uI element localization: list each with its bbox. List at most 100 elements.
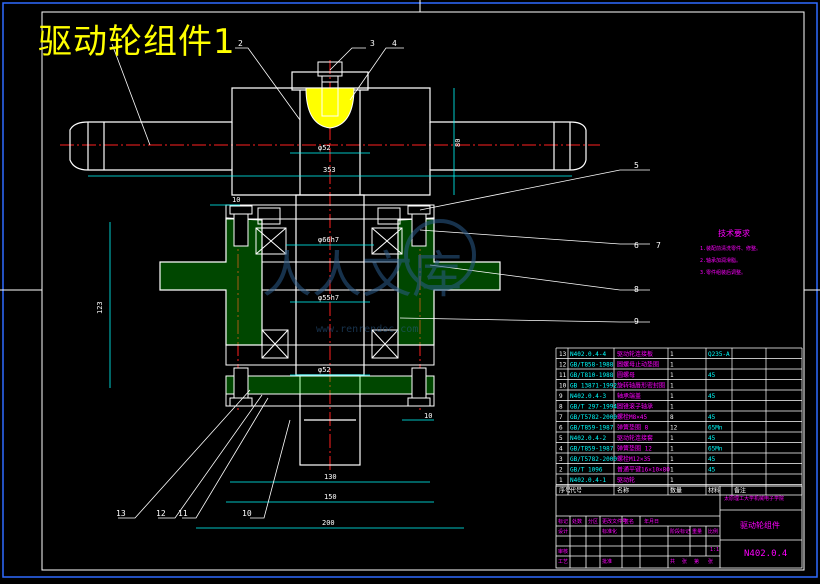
dim-phi55: φ55h7 bbox=[318, 294, 339, 302]
bom-cell: 1 bbox=[670, 372, 674, 379]
dim-10-right: 10 bbox=[424, 412, 432, 420]
bom-cell: 45 bbox=[708, 456, 716, 463]
drive-wheel bbox=[69, 71, 587, 196]
bom-header-cell: 代号 bbox=[570, 487, 582, 495]
bom-cell: GB/T 297-1994 bbox=[570, 404, 617, 411]
dim-353: 353 bbox=[323, 166, 336, 174]
bom-cell: 驱动轮连接套 bbox=[617, 434, 653, 442]
bom-cell: 弹簧垫圈 12 bbox=[617, 445, 652, 453]
tb-zone: 分区 bbox=[588, 518, 598, 525]
watermark: 人人文库 www.renrendoc.com bbox=[262, 219, 476, 335]
dim-130: 130 bbox=[324, 473, 337, 481]
bom-cell: 3 bbox=[559, 456, 563, 463]
drawing-title: 驱动轮组件1 bbox=[38, 22, 236, 62]
bom-cell: 旋转轴唇形密封圈 bbox=[617, 382, 665, 390]
bom-cell: 9 bbox=[559, 393, 563, 400]
bom-cell: 45 bbox=[708, 467, 716, 474]
bom-cell: GB 13871-1992 bbox=[570, 383, 617, 390]
title-block-texts: 太原理工大学机械电子学院 驱动轮组件 N402.0.4 标记 处数 分区 更改文… bbox=[558, 495, 787, 565]
bom-cell: 45 bbox=[708, 435, 716, 442]
bom-cell: 轴承端盖 bbox=[617, 392, 641, 400]
dim-150: 150 bbox=[324, 493, 337, 501]
tb-ratio: 1:1 bbox=[710, 547, 719, 553]
bom-cell: 1 bbox=[670, 467, 674, 474]
bom-cell: 圆锥滚子轴承 bbox=[617, 403, 653, 411]
bom-cell: 45 bbox=[708, 414, 716, 421]
bom-cell: 1 bbox=[670, 404, 674, 411]
tb-nth: 第 bbox=[694, 558, 699, 565]
tb-stage: 阶段标记 bbox=[670, 528, 690, 535]
dim-80: 80 bbox=[454, 139, 462, 147]
leader-lines bbox=[111, 43, 650, 519]
tb-weight: 重量 bbox=[692, 528, 702, 535]
dimension-lines bbox=[88, 88, 572, 529]
dim-phi52: φ52 bbox=[318, 144, 331, 152]
tb-school: 太原理工大学机械电子学院 bbox=[724, 495, 784, 502]
bom-cell: 45 bbox=[708, 372, 716, 379]
inner-frame bbox=[41, 11, 805, 571]
tb-date: 年月日 bbox=[644, 518, 659, 525]
bom-cell: 8 bbox=[670, 414, 674, 421]
bom-cell: 1 bbox=[670, 435, 674, 442]
dim-phi52b: φ52 bbox=[318, 366, 331, 374]
top-bolt bbox=[305, 61, 355, 129]
tb-count: 处数 bbox=[572, 518, 582, 525]
bom-cell: 12 bbox=[670, 425, 678, 432]
leader-11: 11 bbox=[178, 509, 188, 518]
bom-cell: 12 bbox=[559, 362, 567, 369]
bom-cell: 7 bbox=[559, 414, 563, 421]
leader-8: 8 bbox=[634, 285, 639, 294]
bom-cell: 1 bbox=[670, 446, 674, 453]
leader-3: 3 bbox=[370, 39, 375, 48]
bom-cell: 驱动轮 bbox=[617, 476, 635, 484]
watermark-url: www.renrendoc.com bbox=[316, 324, 418, 335]
bom-header-cell: 材料 bbox=[708, 487, 720, 495]
bom-cell: 1 bbox=[670, 383, 674, 390]
bom-cell: GB/T5782-2000 bbox=[570, 456, 617, 463]
bom-header-cell: 数量 bbox=[670, 487, 682, 495]
bom-header-cell: 序号 bbox=[559, 487, 571, 495]
tb-approve: 批准 bbox=[602, 558, 612, 565]
tb-process: 工艺 bbox=[558, 559, 568, 565]
leader-6: 6 bbox=[634, 241, 639, 250]
bom-cell: 4 bbox=[559, 446, 563, 453]
bom-cell: Q235-A bbox=[708, 351, 730, 358]
bom-cell: 2 bbox=[559, 467, 563, 474]
leader-2: 2 bbox=[238, 39, 243, 48]
bom-cell: GB/T858-1988 bbox=[570, 362, 614, 369]
bearing-housing bbox=[159, 204, 501, 366]
side-bolts bbox=[229, 205, 431, 407]
tb-total: 共 bbox=[670, 558, 675, 565]
tb-review: 审核 bbox=[558, 548, 568, 555]
tech-item-2: 2.轴承加润滑脂。 bbox=[700, 257, 741, 264]
bom-cell: 弹簧垫圈 8 bbox=[617, 424, 649, 432]
bom-cell: 普通平键16×10×80 bbox=[617, 466, 670, 474]
leader-4: 4 bbox=[392, 39, 397, 48]
leader-12: 12 bbox=[156, 509, 166, 518]
leader-13: 13 bbox=[116, 509, 126, 518]
bom-cell: 1 bbox=[670, 456, 674, 463]
bom-cell: 8 bbox=[559, 404, 563, 411]
bom-cell: 45 bbox=[708, 393, 716, 400]
watermark-text: 人人文库 bbox=[262, 246, 462, 304]
bom-cell: 65Mn bbox=[708, 425, 723, 432]
bom-cell: N402.0.4-3 bbox=[570, 393, 607, 400]
bom-cell: 65Mn bbox=[708, 446, 723, 453]
bom-cell: 1 bbox=[559, 477, 563, 484]
bom-cell: GB/T859-1987 bbox=[570, 446, 614, 453]
bearings bbox=[255, 207, 403, 359]
tb-sign: 签名 bbox=[624, 518, 634, 525]
tb-name: 驱动轮组件 bbox=[740, 520, 780, 530]
bom-cell: 螺栓M8×45 bbox=[617, 413, 647, 421]
leader-9: 9 bbox=[634, 317, 639, 326]
tech-item-3: 3.零件组装后调整。 bbox=[700, 269, 746, 276]
bom-cell: N402.0.4-4 bbox=[570, 351, 607, 358]
bom-cell: 1 bbox=[670, 362, 674, 369]
bom-cell: 1 bbox=[670, 351, 674, 358]
leader-numbers: 2 3 4 5 6 7 8 9 10 11 12 13 bbox=[116, 39, 661, 518]
title-block bbox=[555, 485, 803, 569]
leader-5: 5 bbox=[634, 161, 639, 170]
tech-heading: 技术要求 bbox=[718, 228, 750, 238]
